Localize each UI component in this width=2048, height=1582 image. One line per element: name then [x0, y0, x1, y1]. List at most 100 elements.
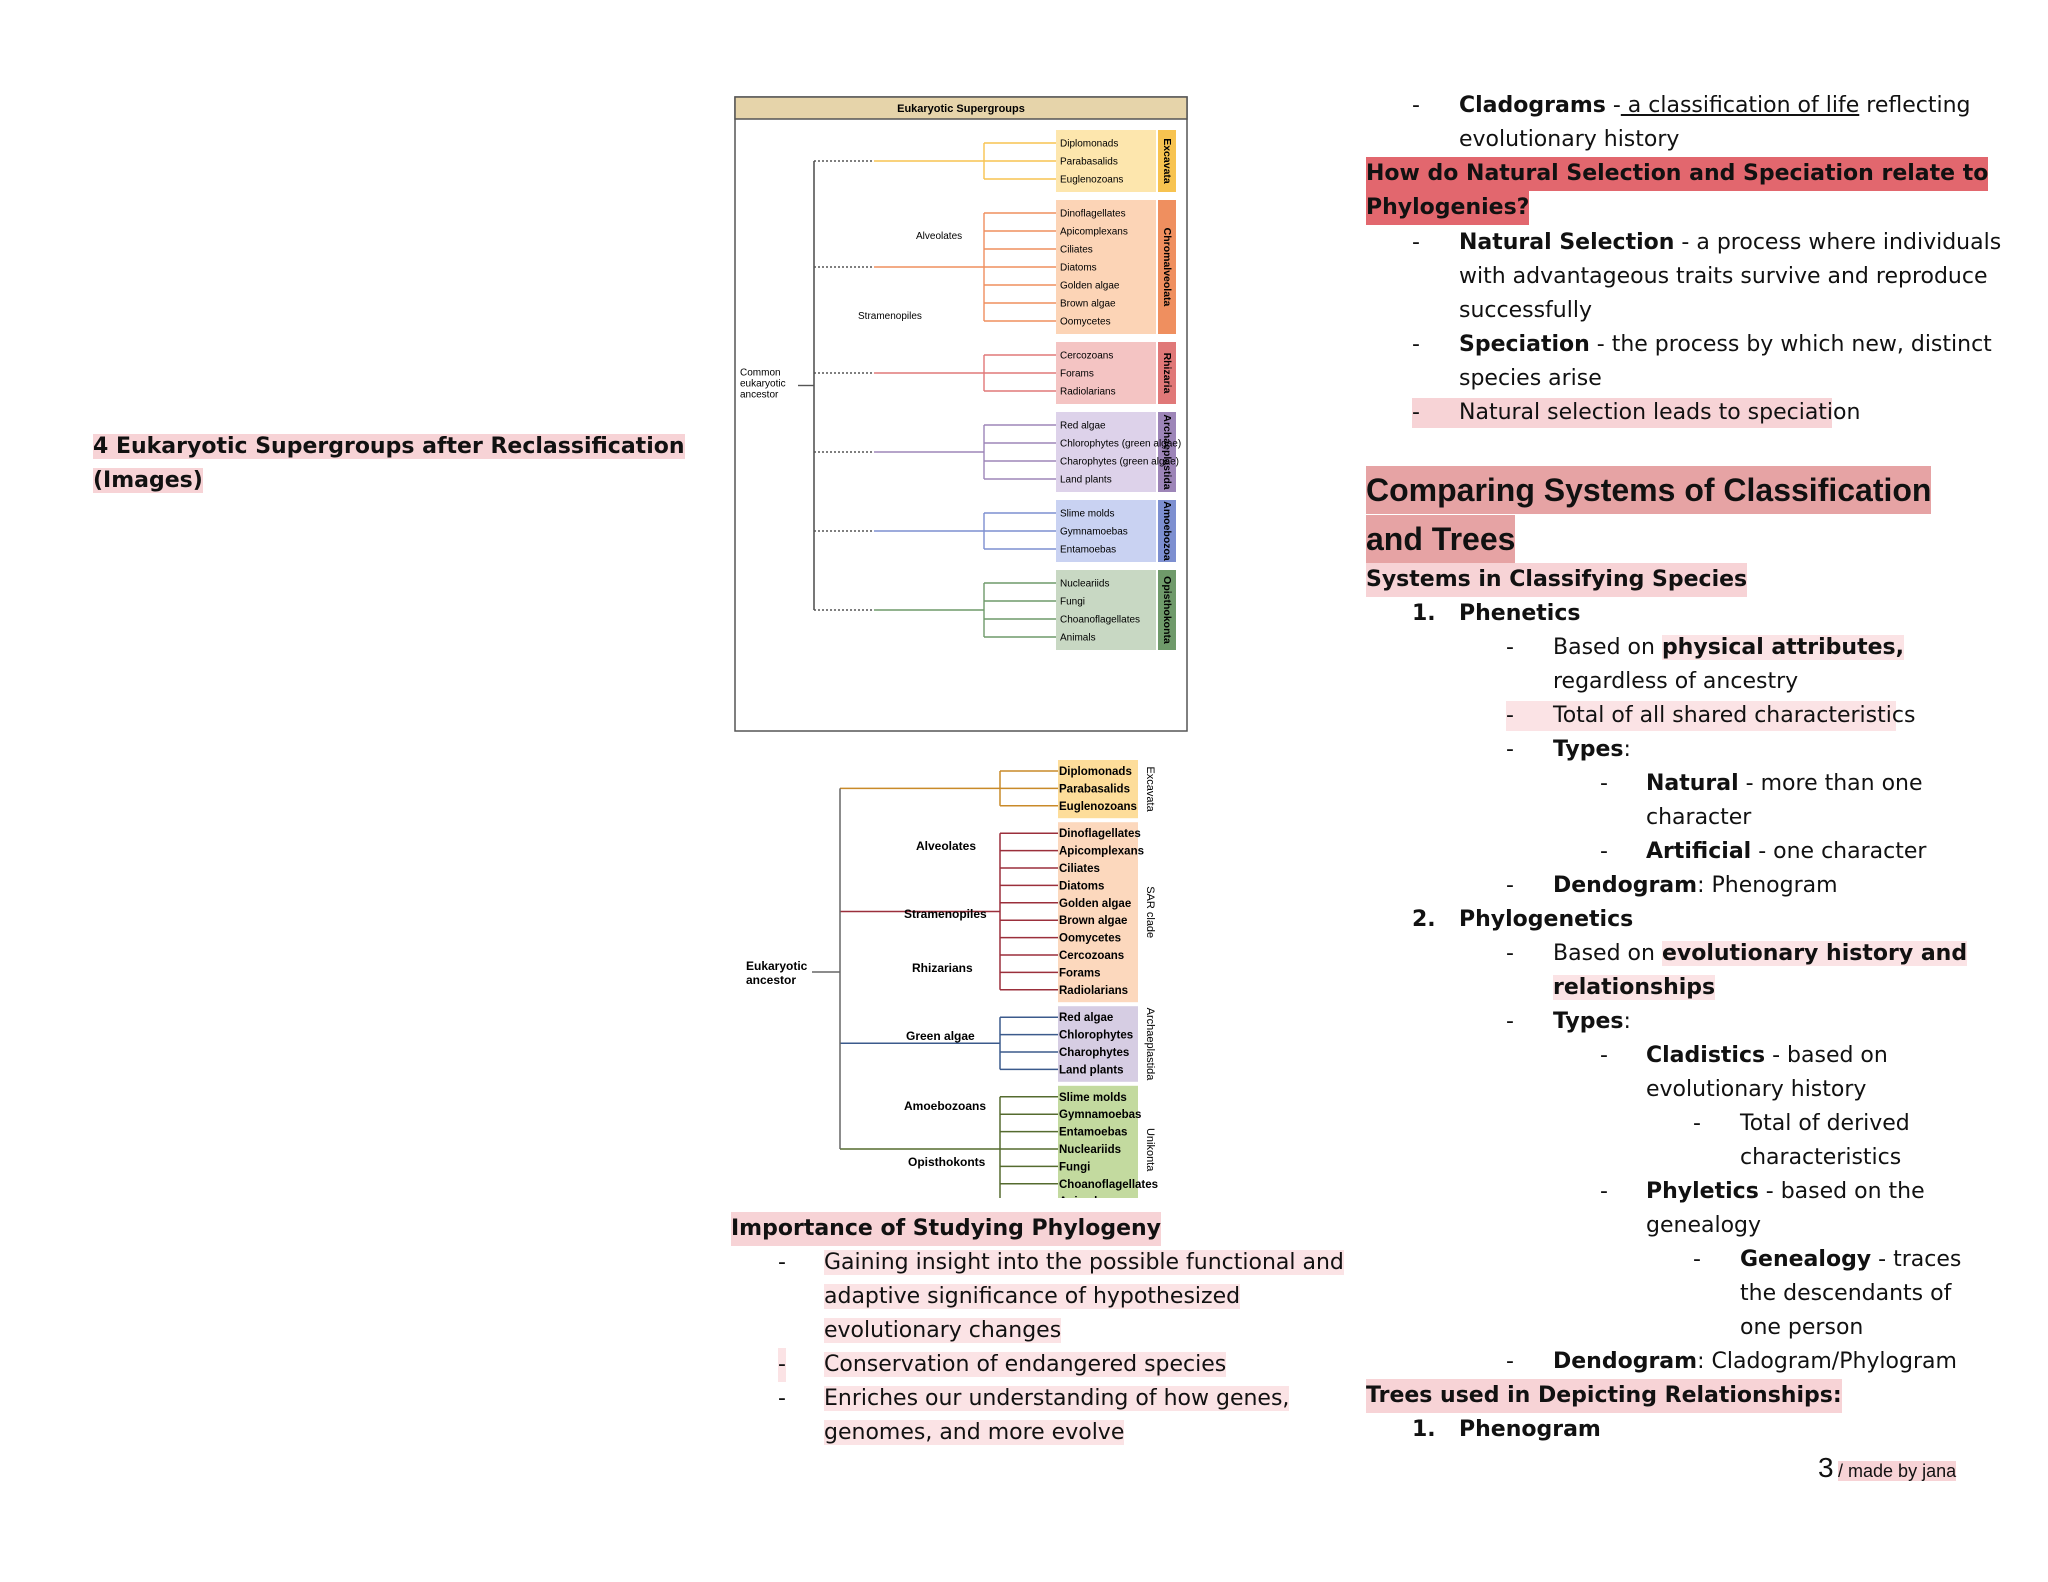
phyletics-term: Phyletics	[1646, 1179, 1759, 1204]
subgroup-label: Green algae	[906, 1029, 975, 1043]
group-box-sar-clade	[1058, 822, 1138, 1003]
phenetics-number: 1.	[1412, 601, 1436, 626]
systems-heading: Systems in Classifying Species	[1366, 563, 1748, 597]
speciation-rest: - the process by which new, distinct	[1589, 332, 1992, 357]
taxon-label: Nucleariids	[1060, 579, 1109, 590]
bullet-dash: -	[1693, 1247, 1701, 1272]
cladograms-link: a classification of life	[1620, 93, 1860, 118]
taxon-label: Slime molds	[1060, 509, 1114, 520]
importance-item-line: Gaining insight into the possible functi…	[824, 1246, 1344, 1280]
author-credit: / made by jana	[1838, 1461, 1957, 1481]
bullet-dash: -	[1506, 737, 1514, 762]
root-label: Eukaryotic	[746, 959, 808, 973]
group-box-archaeplastida	[1056, 412, 1156, 492]
root-label: eukaryotic	[740, 379, 786, 390]
tree-title-bar	[734, 96, 1188, 120]
subgroup-label: Stramenopiles	[858, 311, 922, 322]
taxon-label: Animals	[1059, 1196, 1104, 1198]
phenetics-types: Types:	[1553, 737, 1631, 762]
relationships-term: relationships	[1553, 975, 1716, 1000]
total-highlight	[1506, 701, 1896, 731]
bullet-dash: -	[1600, 771, 1608, 796]
importance-text: evolutionary changes	[824, 1318, 1062, 1343]
natural-term: Natural	[1646, 771, 1739, 796]
taxon-label: Radiolarians	[1060, 387, 1116, 398]
dendogram-rest: : Cladogram/Phylogram	[1697, 1349, 1957, 1374]
group-box-opisthokonta	[1056, 570, 1156, 650]
dendogram-term: Dendogram	[1553, 1349, 1698, 1374]
taxon-label: Entamoebas	[1060, 545, 1116, 556]
group-box-excavata	[1056, 130, 1156, 192]
speciation-term: Speciation	[1459, 332, 1590, 357]
root-label: ancestor	[746, 973, 796, 987]
taxon-label: Choanoflagellates	[1059, 1179, 1158, 1191]
natural-type-line2: character	[1646, 805, 1752, 830]
physical-attributes-term: physical attributes,	[1661, 635, 1904, 660]
group-box-amoebozoa	[1056, 500, 1156, 562]
importance-item-line: Enriches our understanding of how genes,	[824, 1382, 1290, 1416]
artificial-type: Artificial - one character	[1646, 835, 1926, 869]
taxon-label: Cercozoans	[1059, 950, 1124, 962]
phylogenetics-title: Phylogenetics	[1459, 907, 1634, 932]
left-heading-line2: (Images)	[93, 468, 203, 493]
taxon-label: Chlorophytes	[1059, 1030, 1133, 1042]
bullet-dash: -	[1693, 1111, 1701, 1136]
taxon-label: Red algae	[1059, 1012, 1113, 1024]
cladograms-rest: reflecting	[1859, 93, 1971, 118]
bullet-dash: -	[1506, 703, 1514, 728]
group-label-chromalveolata: Chromalveolata	[1161, 228, 1173, 307]
bullet-dash: -	[778, 1348, 786, 1382]
genealogy-line2: the descendants of	[1740, 1281, 1952, 1306]
taxon-label: Diplomonads	[1059, 766, 1132, 778]
derived-line2: characteristics	[1740, 1145, 1902, 1170]
group-box-archaeplastida	[1058, 1006, 1138, 1082]
natural-selection-line1: Natural Selection - a process where indi…	[1459, 226, 2001, 260]
taxon-label: Oomycetes	[1059, 933, 1121, 945]
importance-item-line: genomes, and more evolve	[824, 1416, 1125, 1450]
phyletics-rest: - based on the	[1758, 1179, 1925, 1204]
taxon-label: Charophytes	[1059, 1047, 1129, 1059]
taxon-label: Diatoms	[1059, 880, 1104, 892]
natural-rest: - more than one	[1738, 771, 1923, 796]
taxon-label: Euglenozoans	[1059, 801, 1137, 813]
group-label-amoebozoa: Amoebozoa	[1161, 501, 1173, 561]
taxon-label: Apicomplexans	[1060, 227, 1128, 238]
reclassified-supergroups-tree: ExcavataDiplomonadsParabasalidsEuglenozo…	[746, 760, 1158, 1198]
taxon-label: Red algae	[1060, 421, 1106, 432]
taxon-label: Fungi	[1059, 1161, 1090, 1173]
question-line2: Phylogenies?	[1366, 191, 1530, 225]
taxon-label: Fungi	[1060, 597, 1085, 608]
genealogy-rest: - traces	[1871, 1247, 1962, 1272]
eukaryotic-supergroups-tree: Eukaryotic SupergroupsExcavataDiplomonad…	[734, 96, 1188, 732]
bullet-dash: -	[1506, 635, 1514, 660]
bullet-dash: -	[1506, 873, 1514, 898]
bullet-dash: -	[1506, 1009, 1514, 1034]
taxon-label: Oomycetes	[1060, 317, 1111, 328]
phenetics-total: Total of all shared characteristics	[1553, 703, 1916, 728]
cladograms-line2: evolutionary history	[1459, 127, 1680, 152]
taxon-label: Cercozoans	[1060, 351, 1113, 362]
group-box-chromalveolata	[1056, 200, 1156, 334]
left-heading: 4 Eukaryotic Supergroups after Reclassif…	[93, 430, 685, 498]
speciation-line1: Speciation - the process by which new, d…	[1459, 328, 1992, 362]
genealogy-line3: one person	[1740, 1315, 1864, 1340]
phylogenetics-based-line2: relationships	[1553, 971, 1716, 1005]
bullet-dash: -	[778, 1386, 786, 1411]
taxon-label: Ciliates	[1060, 245, 1093, 256]
taxon-label: Radiolarians	[1059, 985, 1128, 997]
importance-text: genomes, and more evolve	[824, 1420, 1125, 1445]
group-label-opisthokonta: Opisthokonta	[1161, 576, 1173, 644]
derived-line1: Total of derived	[1740, 1111, 1910, 1136]
artificial-rest: - one character	[1751, 839, 1927, 864]
importance-item-line: adaptive significance of hypothesized	[824, 1280, 1241, 1314]
dendogram-rest: : Phenogram	[1697, 873, 1838, 898]
page-footer: 3 / made by jana	[1818, 1452, 1957, 1484]
cladistics-line1: Cladistics - based on	[1646, 1039, 1888, 1073]
natural-selection-term: Natural Selection	[1459, 230, 1675, 255]
subgroup-label: Stramenopiles	[904, 907, 987, 921]
page-number: 3	[1818, 1452, 1834, 1483]
group-box-rhizaria	[1056, 342, 1156, 404]
root-label: Common	[740, 368, 781, 379]
trees-heading: Trees used in Depicting Relationships:	[1366, 1379, 1842, 1413]
group-label-unikonta: Unikonta	[1144, 1128, 1156, 1172]
